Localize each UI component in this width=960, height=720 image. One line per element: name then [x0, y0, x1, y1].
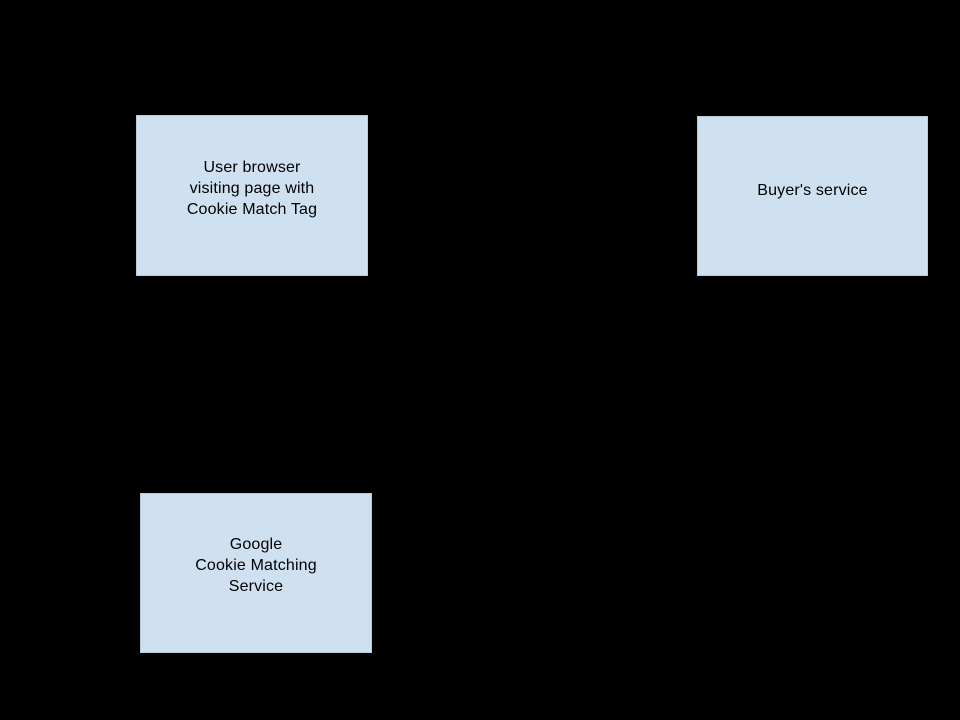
- diagram-node-buyers-service[interactable]: Buyer's service: [697, 116, 928, 276]
- node-label-buyers-service: Buyer's service: [757, 181, 868, 199]
- node-label-user-browser: User browser visiting page with Cookie M…: [186, 159, 318, 218]
- node-label-google-cookie-matching: Google Cookie Matching Service: [195, 535, 317, 595]
- diagram-node-user-browser[interactable]: User browser visiting page with Cookie M…: [136, 115, 368, 276]
- diagram-node-google-cookie-matching[interactable]: Google Cookie Matching Service: [140, 493, 372, 653]
